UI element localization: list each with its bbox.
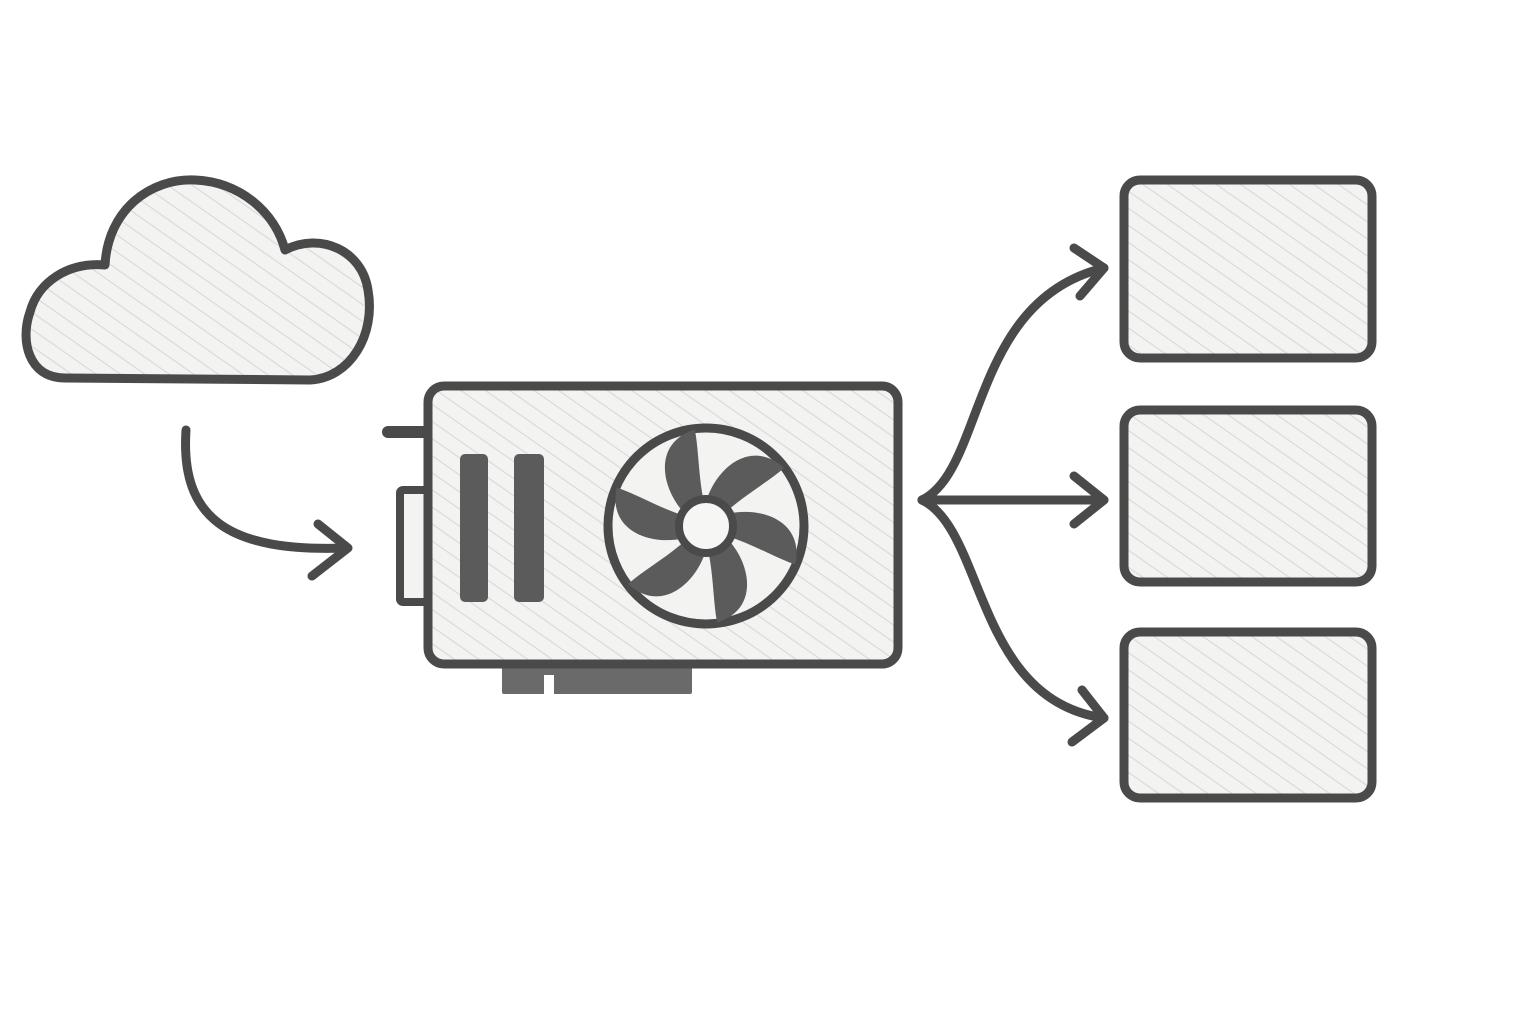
output-box-2 [1119,405,1377,587]
output-box-1 [1119,175,1377,363]
cloud-icon [21,175,374,385]
edge-source-to-processor [181,425,353,581]
fan-blade [708,538,748,623]
fan-blade [726,511,797,565]
fan-blade [615,487,686,541]
edge-processor-to-output-2 [917,471,1109,529]
edge-processor-to-output-3 [917,495,1109,747]
graphics-card-icon [382,381,903,697]
fan-blade [628,540,706,597]
output-box-3 [1119,627,1377,803]
vent-slot-1 [460,454,488,602]
vent-slot-2 [514,454,544,602]
fan-blade [664,429,704,514]
fan-blade [706,455,784,512]
fan-icon [603,423,809,629]
edge-processor-to-output-1 [917,243,1109,505]
